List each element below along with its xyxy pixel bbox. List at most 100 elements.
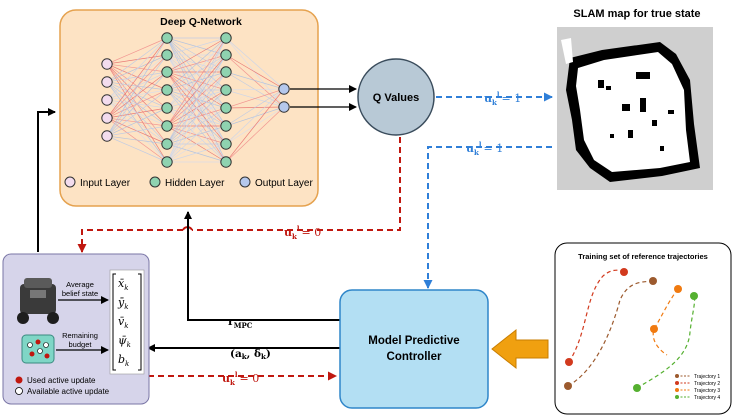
- dqn-title: Deep Q-Network: [160, 16, 242, 28]
- output-neuron: [278, 101, 290, 113]
- u1-side-sup: l: [479, 140, 482, 149]
- output-layer-swatch: [239, 176, 251, 188]
- belief-to-dqn-arrow: [37, 108, 56, 252]
- trajectory-4-start: [633, 384, 641, 392]
- u1-side-var: u: [466, 142, 474, 155]
- input-neuron: [101, 130, 113, 142]
- u1-top-eq: = 1: [502, 92, 522, 105]
- trajectory-panel-title: Training set of reference trajectories: [578, 252, 708, 261]
- trajectory-panel: Training set of reference trajectories T…: [554, 242, 732, 415]
- nn-edge: [106, 37, 168, 83]
- u0-bottom-sup: l: [235, 370, 238, 379]
- hidden-neuron: [161, 156, 173, 168]
- average-belief-line1: Average: [66, 280, 94, 289]
- nn-edge: [106, 54, 168, 137]
- nn-edge: [225, 88, 285, 127]
- r-mpc-var: r: [228, 315, 234, 328]
- action-mid: , δ: [247, 348, 261, 360]
- hidden-layer-label: Hidden Layer: [165, 178, 225, 189]
- u1-top-sup: l: [497, 90, 500, 99]
- trajectory-feed-arrow: [491, 328, 549, 370]
- available-update-swatch: [15, 387, 23, 395]
- belief-panel: Average belief state Remaining budget x̄…: [2, 253, 150, 405]
- nn-edge: [166, 37, 227, 145]
- output-layer-label: Output Layer: [255, 178, 313, 189]
- nn-edge: [166, 37, 227, 56]
- nn-edge: [225, 88, 285, 163]
- nn-edge: [225, 88, 285, 109]
- hidden-neuron: [161, 120, 173, 132]
- u0-bottom-label: ukl= 0: [222, 370, 259, 387]
- q-to-belief-arrow: [82, 137, 401, 252]
- u1-side-label: ukl= 1: [466, 140, 503, 157]
- u0-bottom-eq: = 0: [240, 372, 260, 385]
- u1-top-var: u: [484, 92, 492, 105]
- state-vector-entry: ȳk: [117, 296, 128, 311]
- hidden-neuron: [161, 102, 173, 114]
- hidden-neuron: [161, 138, 173, 150]
- u0-bottom-sub: k: [230, 378, 235, 387]
- u1-side-eq: = 1: [484, 142, 504, 155]
- state-vector-entry: ψ̄k: [118, 334, 131, 349]
- nn-edge: [225, 54, 285, 90]
- hidden-neuron: [220, 102, 232, 114]
- input-neuron: [101, 112, 113, 124]
- hidden-neuron: [161, 84, 173, 96]
- trajectory-legend-label: Trajectory 4: [694, 395, 720, 401]
- nn-edge: [166, 37, 227, 163]
- trajectory-legend-label: Trajectory 1: [694, 374, 720, 380]
- nn-edge: [225, 37, 285, 90]
- hidden-neuron: [220, 49, 232, 61]
- dqn-panel: Deep Q-Network Input Layer Hidden Layer …: [59, 9, 319, 207]
- trajectory-1-start: [564, 382, 572, 390]
- u0-top-sup: l: [297, 224, 300, 233]
- trajectory-3-path: [652, 288, 679, 356]
- action-open: (a: [230, 348, 242, 360]
- r-mpc-sub: MPC: [234, 321, 253, 330]
- nn-edge: [166, 37, 227, 127]
- state-vector-entry: bk: [118, 353, 129, 368]
- nn-edge: [106, 37, 168, 137]
- remaining-budget-line1: Remaining: [62, 331, 98, 340]
- mpc-line1: Model Predictive: [368, 335, 459, 347]
- nn-edge: [166, 54, 227, 163]
- u0-top-sub: k: [292, 232, 297, 241]
- trajectory-2-path: [568, 269, 625, 363]
- trajectory-1-path: [567, 280, 654, 387]
- input-neuron: [101, 58, 113, 70]
- action-close: ): [266, 348, 271, 360]
- nn-edge: [225, 88, 285, 145]
- trajectory-legend-marker: [675, 374, 679, 378]
- average-belief-line2: belief state: [62, 289, 98, 298]
- hidden-neuron: [220, 138, 232, 150]
- nn-edge: [106, 89, 168, 137]
- nn-edge: [166, 125, 227, 163]
- action-label: (ak, δk): [230, 348, 271, 361]
- u0-top-label: ukl= 0: [284, 224, 321, 241]
- nn-edge: [106, 37, 168, 65]
- nn-edge: [225, 106, 285, 163]
- output-neuron: [278, 83, 290, 95]
- reward-arrow: [184, 211, 340, 321]
- nn-edge: [106, 107, 168, 137]
- q-values-node: Q Values: [357, 58, 435, 136]
- trajectory-3-end: [650, 325, 658, 333]
- available-update-label: Available active update: [27, 387, 110, 396]
- slam-map: [557, 27, 713, 190]
- nn-edge: [166, 37, 227, 91]
- nn-edge: [166, 143, 227, 163]
- nn-edges: [106, 37, 285, 163]
- mpc-block: Model Predictive Controller: [339, 289, 489, 409]
- nn-edge: [106, 54, 168, 65]
- hidden-layer-swatch: [149, 176, 161, 188]
- q-values-label: Q Values: [373, 92, 419, 104]
- u0-top-eq: = 0: [302, 226, 322, 239]
- trajectory-3-start: [674, 285, 682, 293]
- trajectory-4-end: [690, 292, 698, 300]
- hidden-neuron: [220, 66, 232, 78]
- nn-edge: [166, 107, 227, 163]
- nn-edge: [106, 125, 168, 137]
- hidden-neuron: [220, 120, 232, 132]
- nn-edge: [225, 88, 285, 91]
